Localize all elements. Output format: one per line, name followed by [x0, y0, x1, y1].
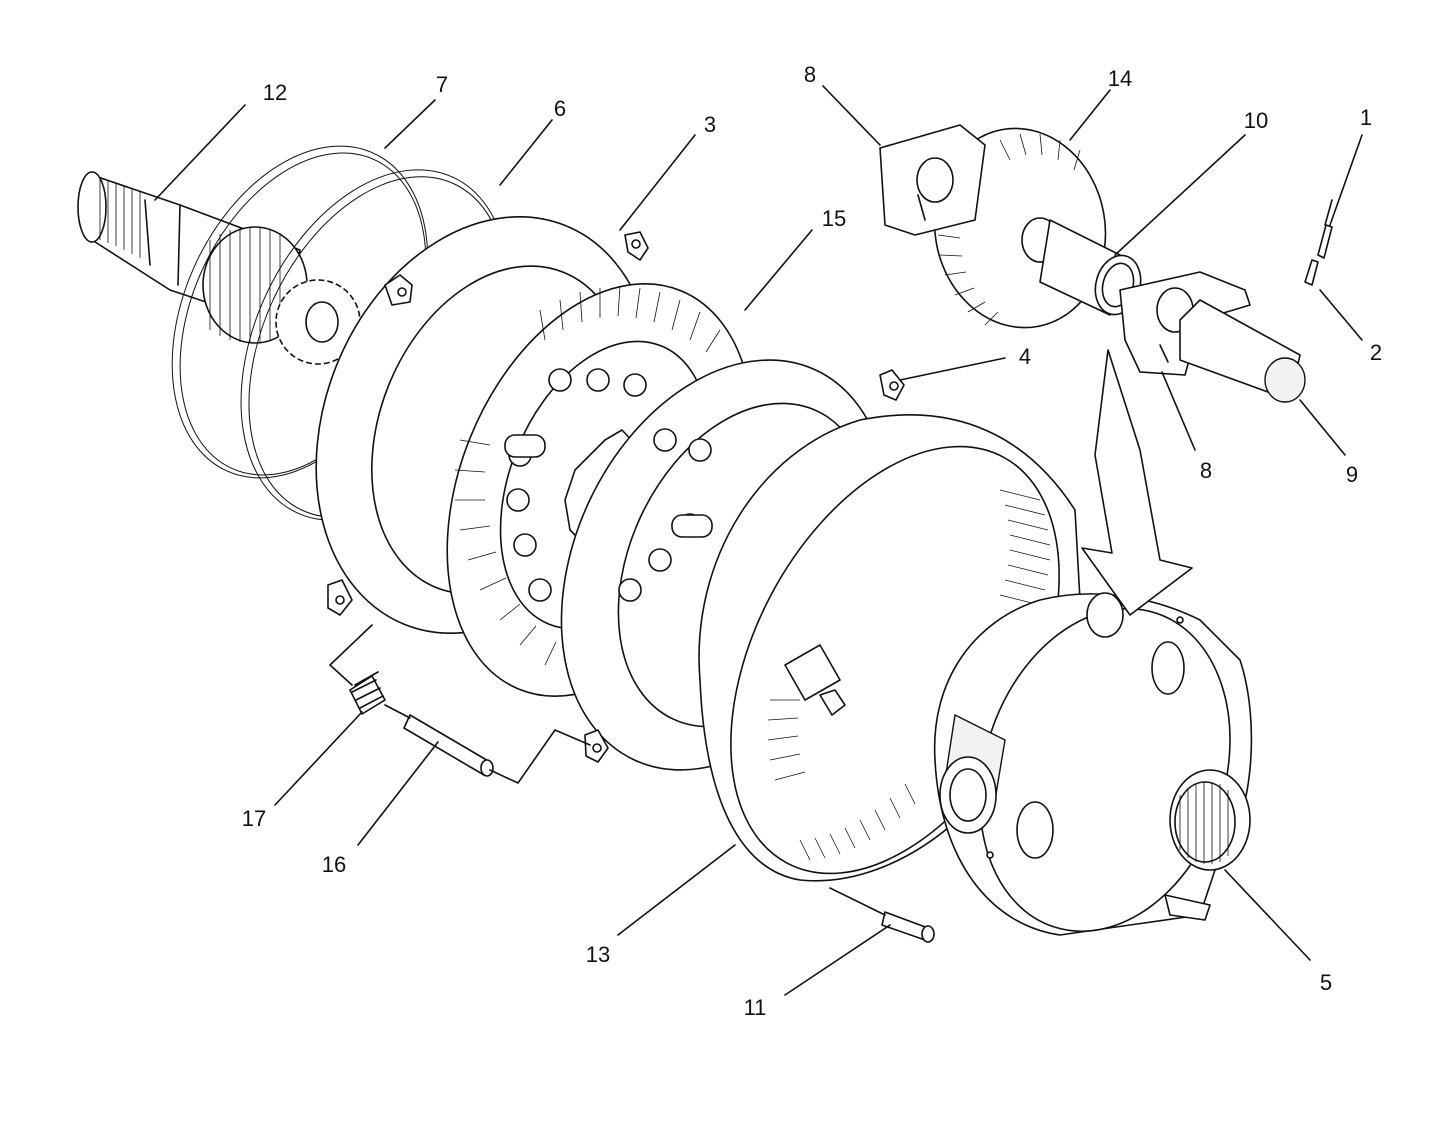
assembly-arrow [1081, 349, 1193, 616]
callout-17: 17 [242, 806, 266, 831]
carrier-bore-splines [1179, 782, 1229, 864]
callout-1: 1 [1360, 105, 1372, 130]
callout-14: 14 [1108, 66, 1132, 91]
callout-3: 3 [704, 112, 716, 137]
callout-6: 6 [554, 96, 566, 121]
callout-12: 12 [263, 80, 287, 105]
part-5-carrier [933, 592, 1253, 936]
part-11-dowel-pin [881, 911, 935, 943]
ring-gear-teeth [767, 489, 1051, 861]
part-16-pin [403, 714, 494, 777]
callout-8-upper: 8 [804, 62, 816, 87]
callout-4: 4 [1019, 344, 1031, 369]
assembly-paths [329, 624, 886, 916]
callout-8-lower: 8 [1200, 458, 1212, 483]
callout-13: 13 [586, 942, 610, 967]
callout-11: 11 [744, 995, 767, 1020]
callout-16: 16 [322, 852, 346, 877]
shaft-splines [99, 178, 141, 258]
callout-7: 7 [436, 72, 448, 97]
callout-9: 9 [1346, 462, 1358, 487]
callout-15: 15 [822, 206, 846, 231]
leader-lines [154, 85, 1363, 996]
part-8-thrust-washer-upper [879, 124, 986, 236]
callout-10: 10 [1244, 108, 1268, 133]
callouts: 1 2 3 4 5 6 7 8 8 9 10 11 12 13 14 15 16… [242, 62, 1382, 1020]
callout-5: 5 [1320, 970, 1332, 995]
part-17-spring [349, 671, 386, 715]
part-12-shaft [77, 171, 361, 365]
part-2-roll-pin [1304, 199, 1333, 286]
callout-2: 2 [1370, 340, 1382, 365]
part-9-planet-pin [1179, 299, 1306, 403]
